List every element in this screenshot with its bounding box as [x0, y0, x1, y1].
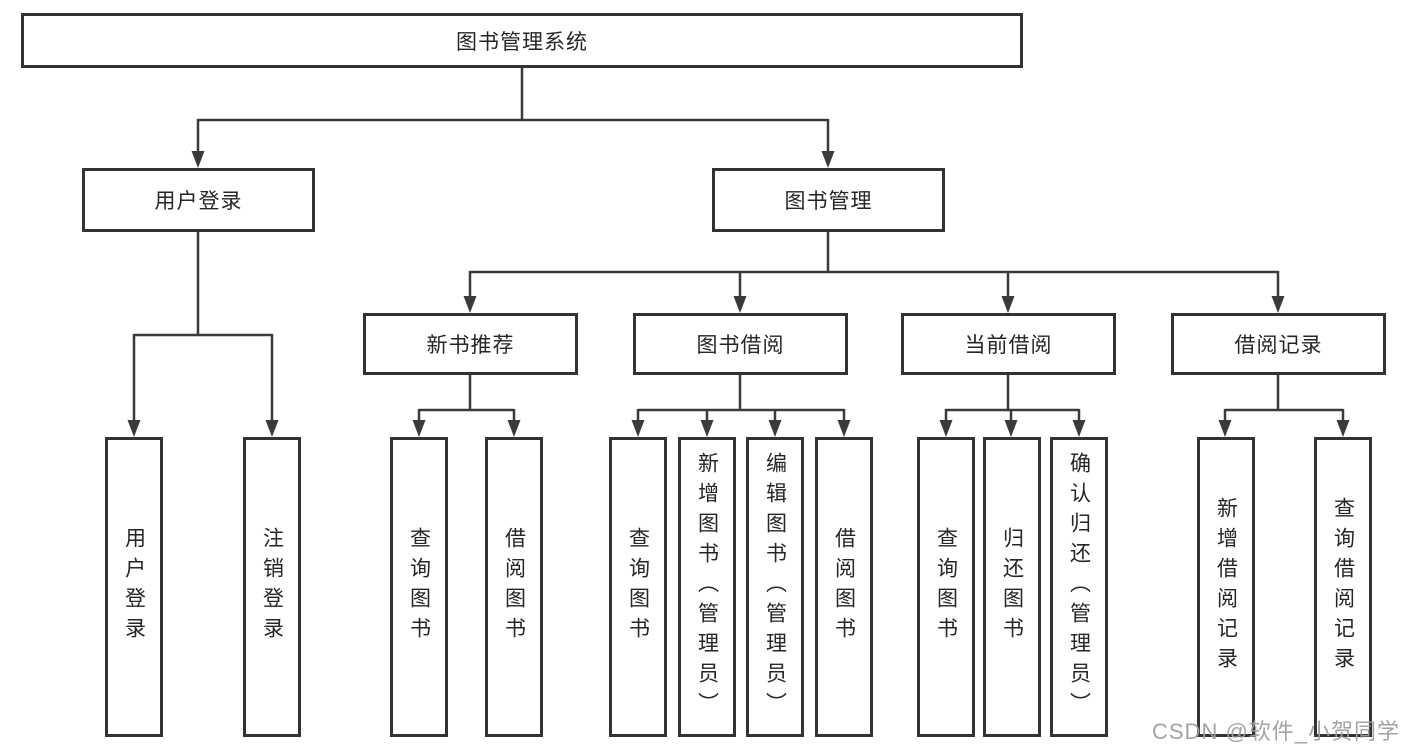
node-label: 图书管理: [784, 190, 873, 213]
node-label: 注销登录: [260, 527, 284, 647]
node-label: 当前借阅: [964, 334, 1053, 357]
node-label: 编辑图书（管理员）: [763, 452, 787, 722]
arrowheads: [127, 151, 1350, 437]
leaf-query-borrow-record: 查询借阅记录: [1314, 437, 1372, 737]
leaf-borrow-books: 借阅图书: [815, 437, 873, 737]
leaf-user-login: 用户登录: [105, 437, 163, 737]
node-new-book-recommend: 新书推荐: [363, 313, 578, 375]
node-label: 图书借阅: [696, 334, 785, 357]
node-user-login: 用户登录: [82, 168, 315, 232]
node-label: 查询图书: [934, 527, 958, 647]
leaf-add-books-admin: 新增图书（管理员）: [678, 437, 736, 737]
node-current-borrow: 当前借阅: [901, 313, 1116, 375]
leaf-query-books: 查询图书: [390, 437, 448, 737]
leaf-logout: 注销登录: [243, 437, 301, 737]
connector-paths: [132, 68, 1345, 422]
node-label: 查询图书: [407, 527, 431, 647]
node-label: 新增图书（管理员）: [695, 452, 719, 722]
node-label: 借阅图书: [502, 527, 526, 647]
node-label: 归还图书: [1000, 527, 1024, 647]
node-label: 借阅图书: [832, 527, 856, 647]
leaf-confirm-return-admin: 确认归还（管理员）: [1050, 437, 1108, 737]
node-library-management-system: 图书管理系统: [21, 13, 1023, 68]
leaf-borrow-books: 借阅图书: [485, 437, 543, 737]
node-label: 用户登录: [154, 190, 243, 213]
node-book-management: 图书管理: [712, 168, 945, 232]
node-label: 用户登录: [122, 527, 146, 647]
leaf-add-borrow-record: 新增借阅记录: [1197, 437, 1255, 737]
leaf-return-books: 归还图书: [983, 437, 1041, 737]
node-book-borrow: 图书借阅: [633, 313, 848, 375]
node-label: 确认归还（管理员）: [1067, 452, 1091, 722]
csdn-watermark: CSDN @软件_小贺同学: [1152, 719, 1401, 744]
node-label: 图书管理系统: [456, 30, 588, 54]
leaf-edit-books-admin: 编辑图书（管理员）: [746, 437, 804, 737]
node-label: 新增借阅记录: [1214, 497, 1238, 677]
leaf-query-books: 查询图书: [917, 437, 975, 737]
node-label: 查询图书: [626, 527, 650, 647]
node-label: 查询借阅记录: [1331, 497, 1355, 677]
node-label: 借阅记录: [1234, 334, 1323, 357]
node-borrow-record: 借阅记录: [1171, 313, 1386, 375]
leaf-query-books: 查询图书: [609, 437, 667, 737]
node-label: 新书推荐: [426, 334, 515, 357]
